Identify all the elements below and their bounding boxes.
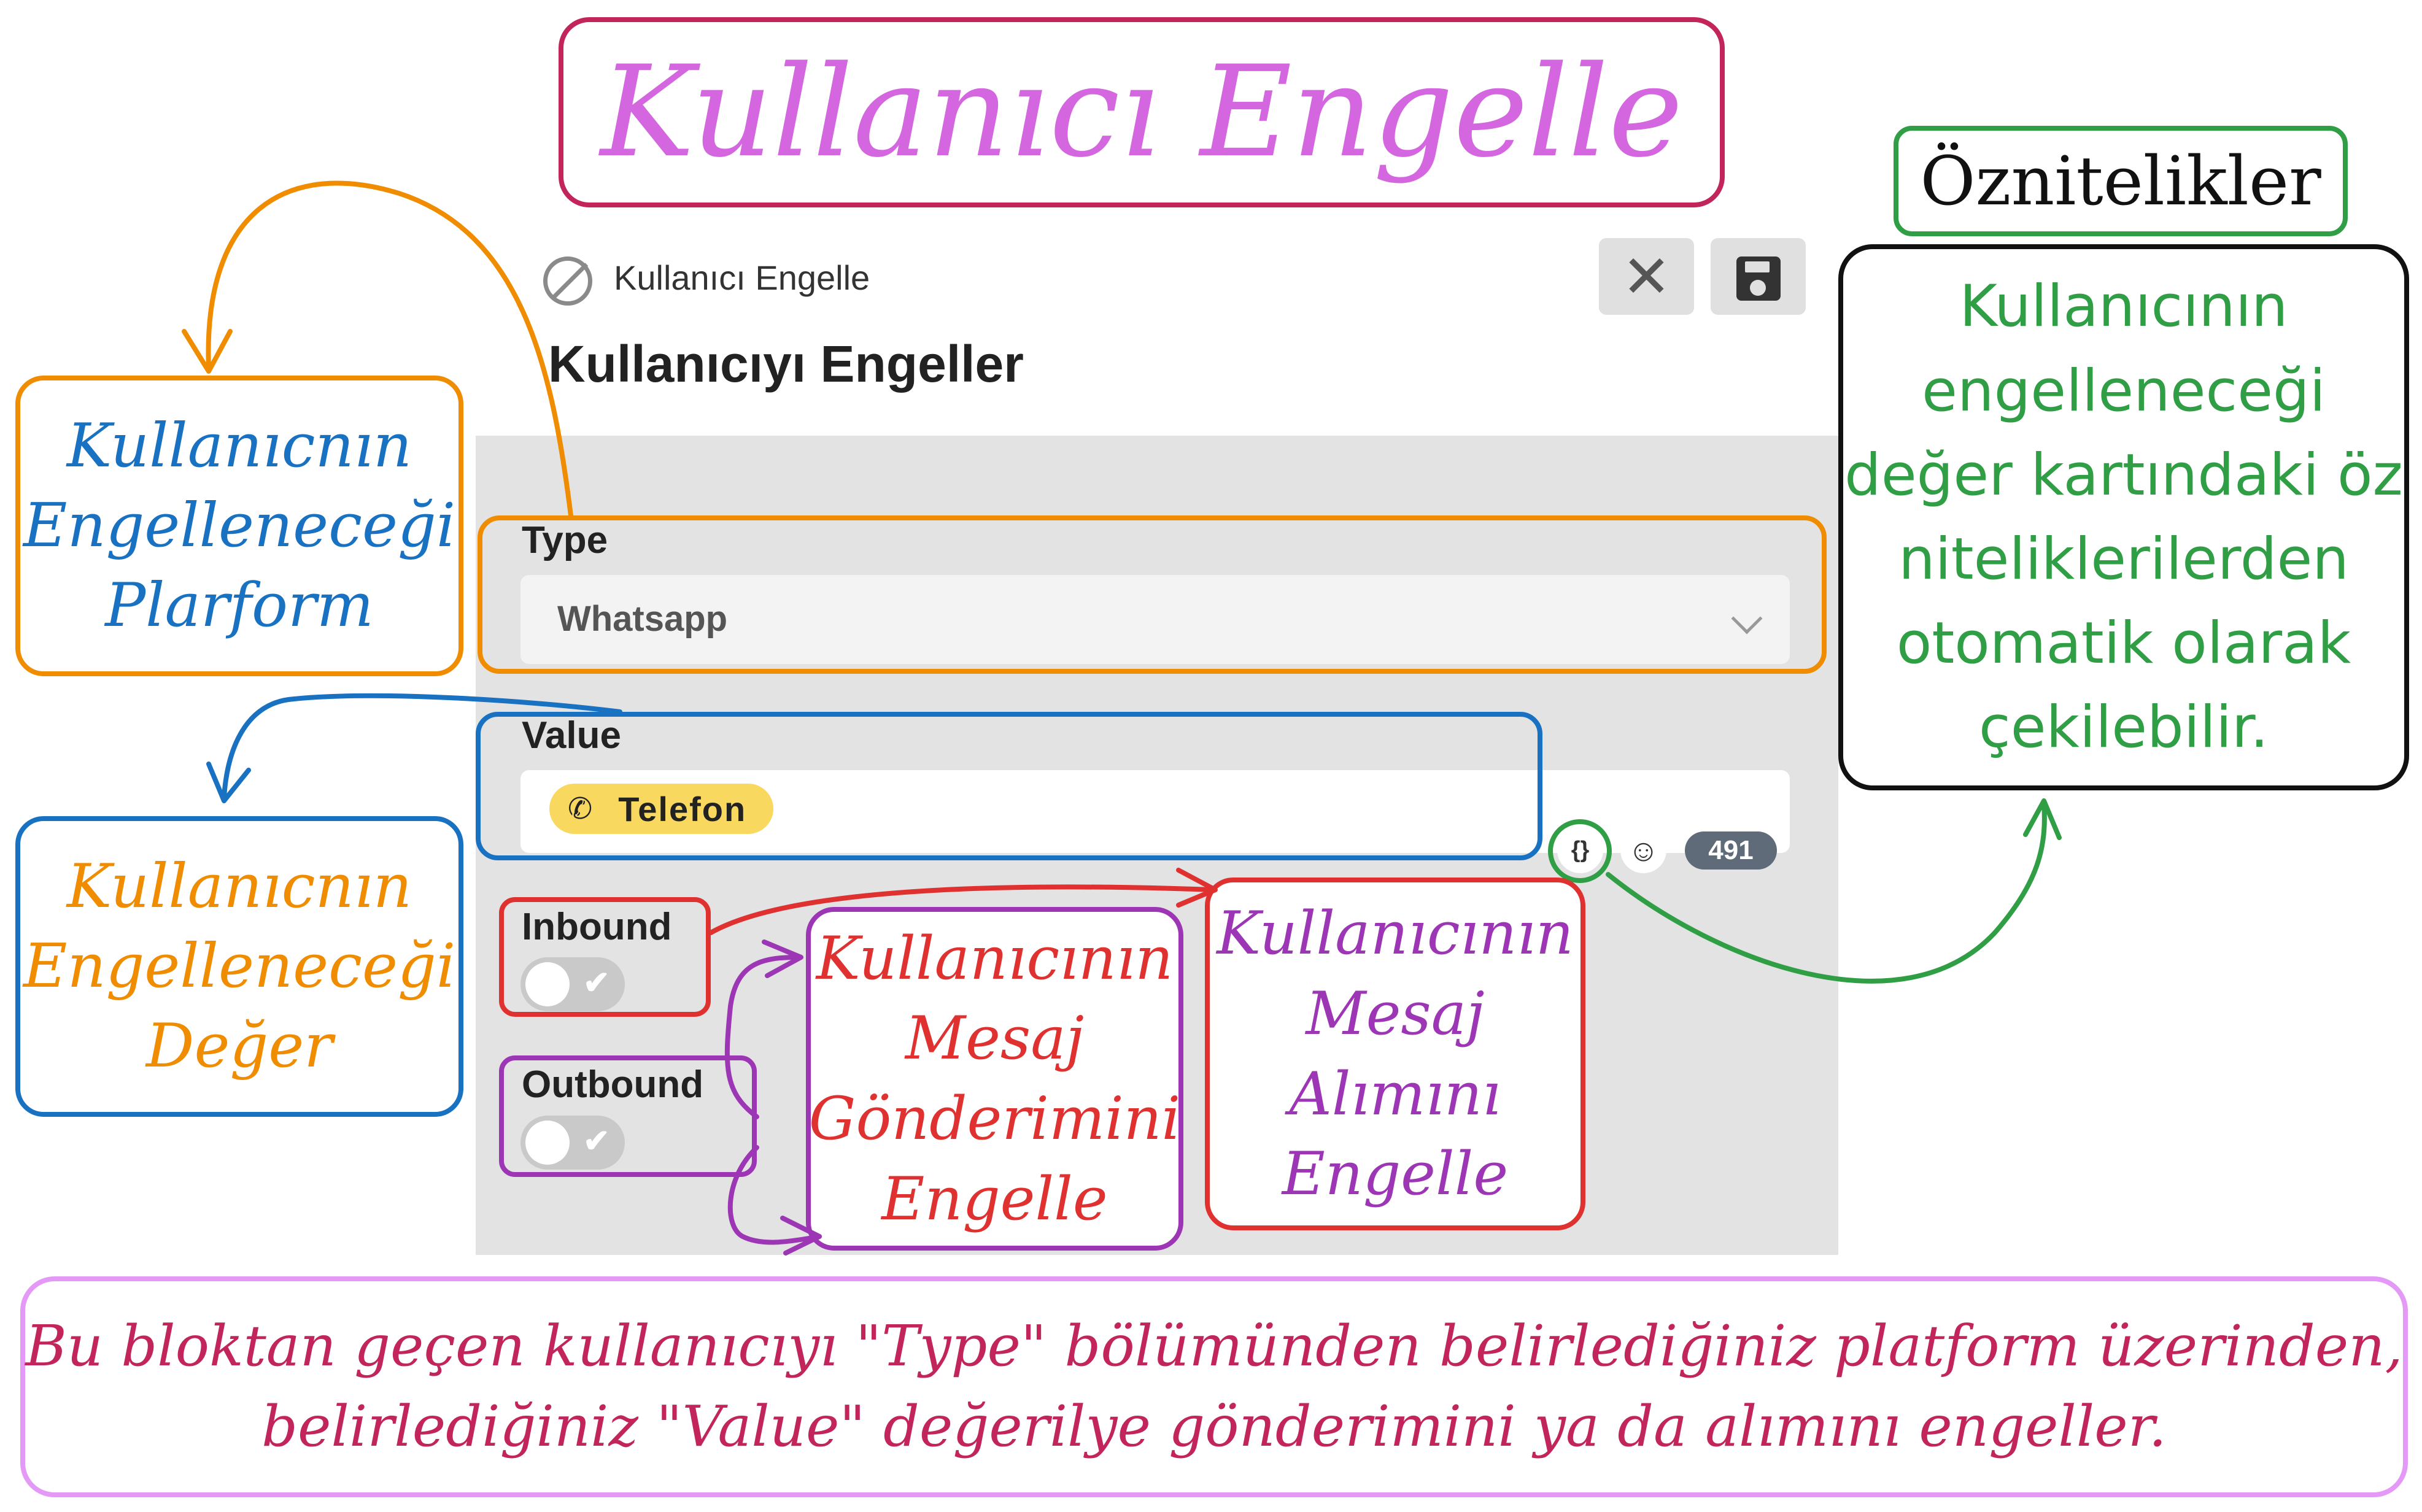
type-select[interactable]: [520, 575, 1790, 664]
outbound-toggle[interactable]: ✔: [520, 1116, 625, 1170]
outbound-label: Outbound: [522, 1063, 704, 1106]
value-callout: Kullanıcnın Engelleneceği Değer: [15, 816, 463, 1117]
platform-arrow: [206, 180, 573, 518]
smiley-icon: ☺: [1627, 833, 1660, 868]
value-highlight: [476, 712, 1542, 860]
receive-arrow-head: [1176, 868, 1218, 908]
send-arrow: [724, 955, 800, 1119]
title-frame: Kullanıcı Engelle: [559, 17, 1725, 207]
check-icon: ✔: [583, 1124, 610, 1159]
inbound-toggle[interactable]: ✔: [520, 957, 625, 1011]
value-callout-text: Kullanıcnın Engelleneceği Değer: [23, 851, 456, 1082]
receive-block-callout-text: Kullanıcının Mesaj Alımını Engelle: [1217, 899, 1574, 1209]
send-block-callout-text: Kullanıcının Mesaj Gönderimini Engelle: [808, 924, 1181, 1233]
send-arrow-head: [762, 939, 803, 978]
attributes-title-frame: Öznitelikler: [1894, 126, 2348, 236]
toggle-knob: [525, 962, 570, 1006]
send-arrow-lower-head: [780, 1216, 822, 1256]
panel-title: Kullanıcıyı Engeller: [548, 335, 1024, 393]
attributes-arrow: [1606, 801, 2047, 984]
type-label: Type: [522, 519, 608, 561]
variables-highlight: [1548, 819, 1612, 883]
value-arrow: [222, 693, 622, 800]
platform-arrow-head: [182, 329, 233, 374]
type-highlight: [478, 515, 1827, 674]
emoji-button[interactable]: ☺: [1620, 827, 1666, 873]
breadcrumb: Kullanıcı Engelle: [614, 258, 870, 297]
send-block-callout: Kullanıcının Mesaj Gönderimini Engelle: [806, 907, 1183, 1251]
character-count-badge: 491: [1685, 831, 1777, 870]
block-icon: [543, 256, 592, 306]
close-button[interactable]: ✕: [1599, 238, 1694, 315]
attributes-callout: Kullanıcının engelleneceği değer kartınd…: [1838, 244, 2409, 790]
platform-callout: Kullanıcnın Engelleneceği Plarform: [15, 376, 463, 676]
receive-block-callout: Kullanıcının Mesaj Alımını Engelle: [1205, 878, 1585, 1230]
attributes-callout-text: Kullanıcının engelleneceği değer kartınd…: [1844, 273, 2403, 762]
check-icon: ✔: [583, 965, 610, 1001]
value-label: Value: [522, 714, 621, 757]
description-callout: Bu bloktan geçen kullanıcıyı "Type" bölü…: [20, 1276, 2408, 1497]
attribute-chip-label: Telefon: [618, 789, 747, 828]
platform-callout-text: Kullanıcnın Engelleneceği Plarform: [23, 411, 456, 641]
attributes-arrow-head: [2023, 798, 2062, 840]
attribute-chip[interactable]: ✆ Telefon: [549, 784, 773, 834]
toggle-knob: [525, 1120, 570, 1165]
save-icon: [1736, 256, 1781, 301]
value-arrow-head: [206, 762, 251, 803]
inbound-label: Inbound: [522, 906, 672, 948]
save-button[interactable]: [1711, 238, 1806, 315]
phone-icon: ✆: [568, 793, 593, 825]
receive-arrow: [708, 884, 1215, 935]
type-selected-value: Whatsapp: [557, 599, 728, 639]
description-text: Bu bloktan geçen kullanıcıyı "Type" bölü…: [25, 1313, 2403, 1459]
send-arrow-lower: [727, 1145, 822, 1245]
close-icon: ✕: [1622, 244, 1671, 310]
page-title: Kullanıcı Engelle: [600, 39, 1683, 185]
inbound-highlight: [499, 897, 711, 1017]
attributes-title: Öznitelikler: [1920, 142, 2321, 220]
